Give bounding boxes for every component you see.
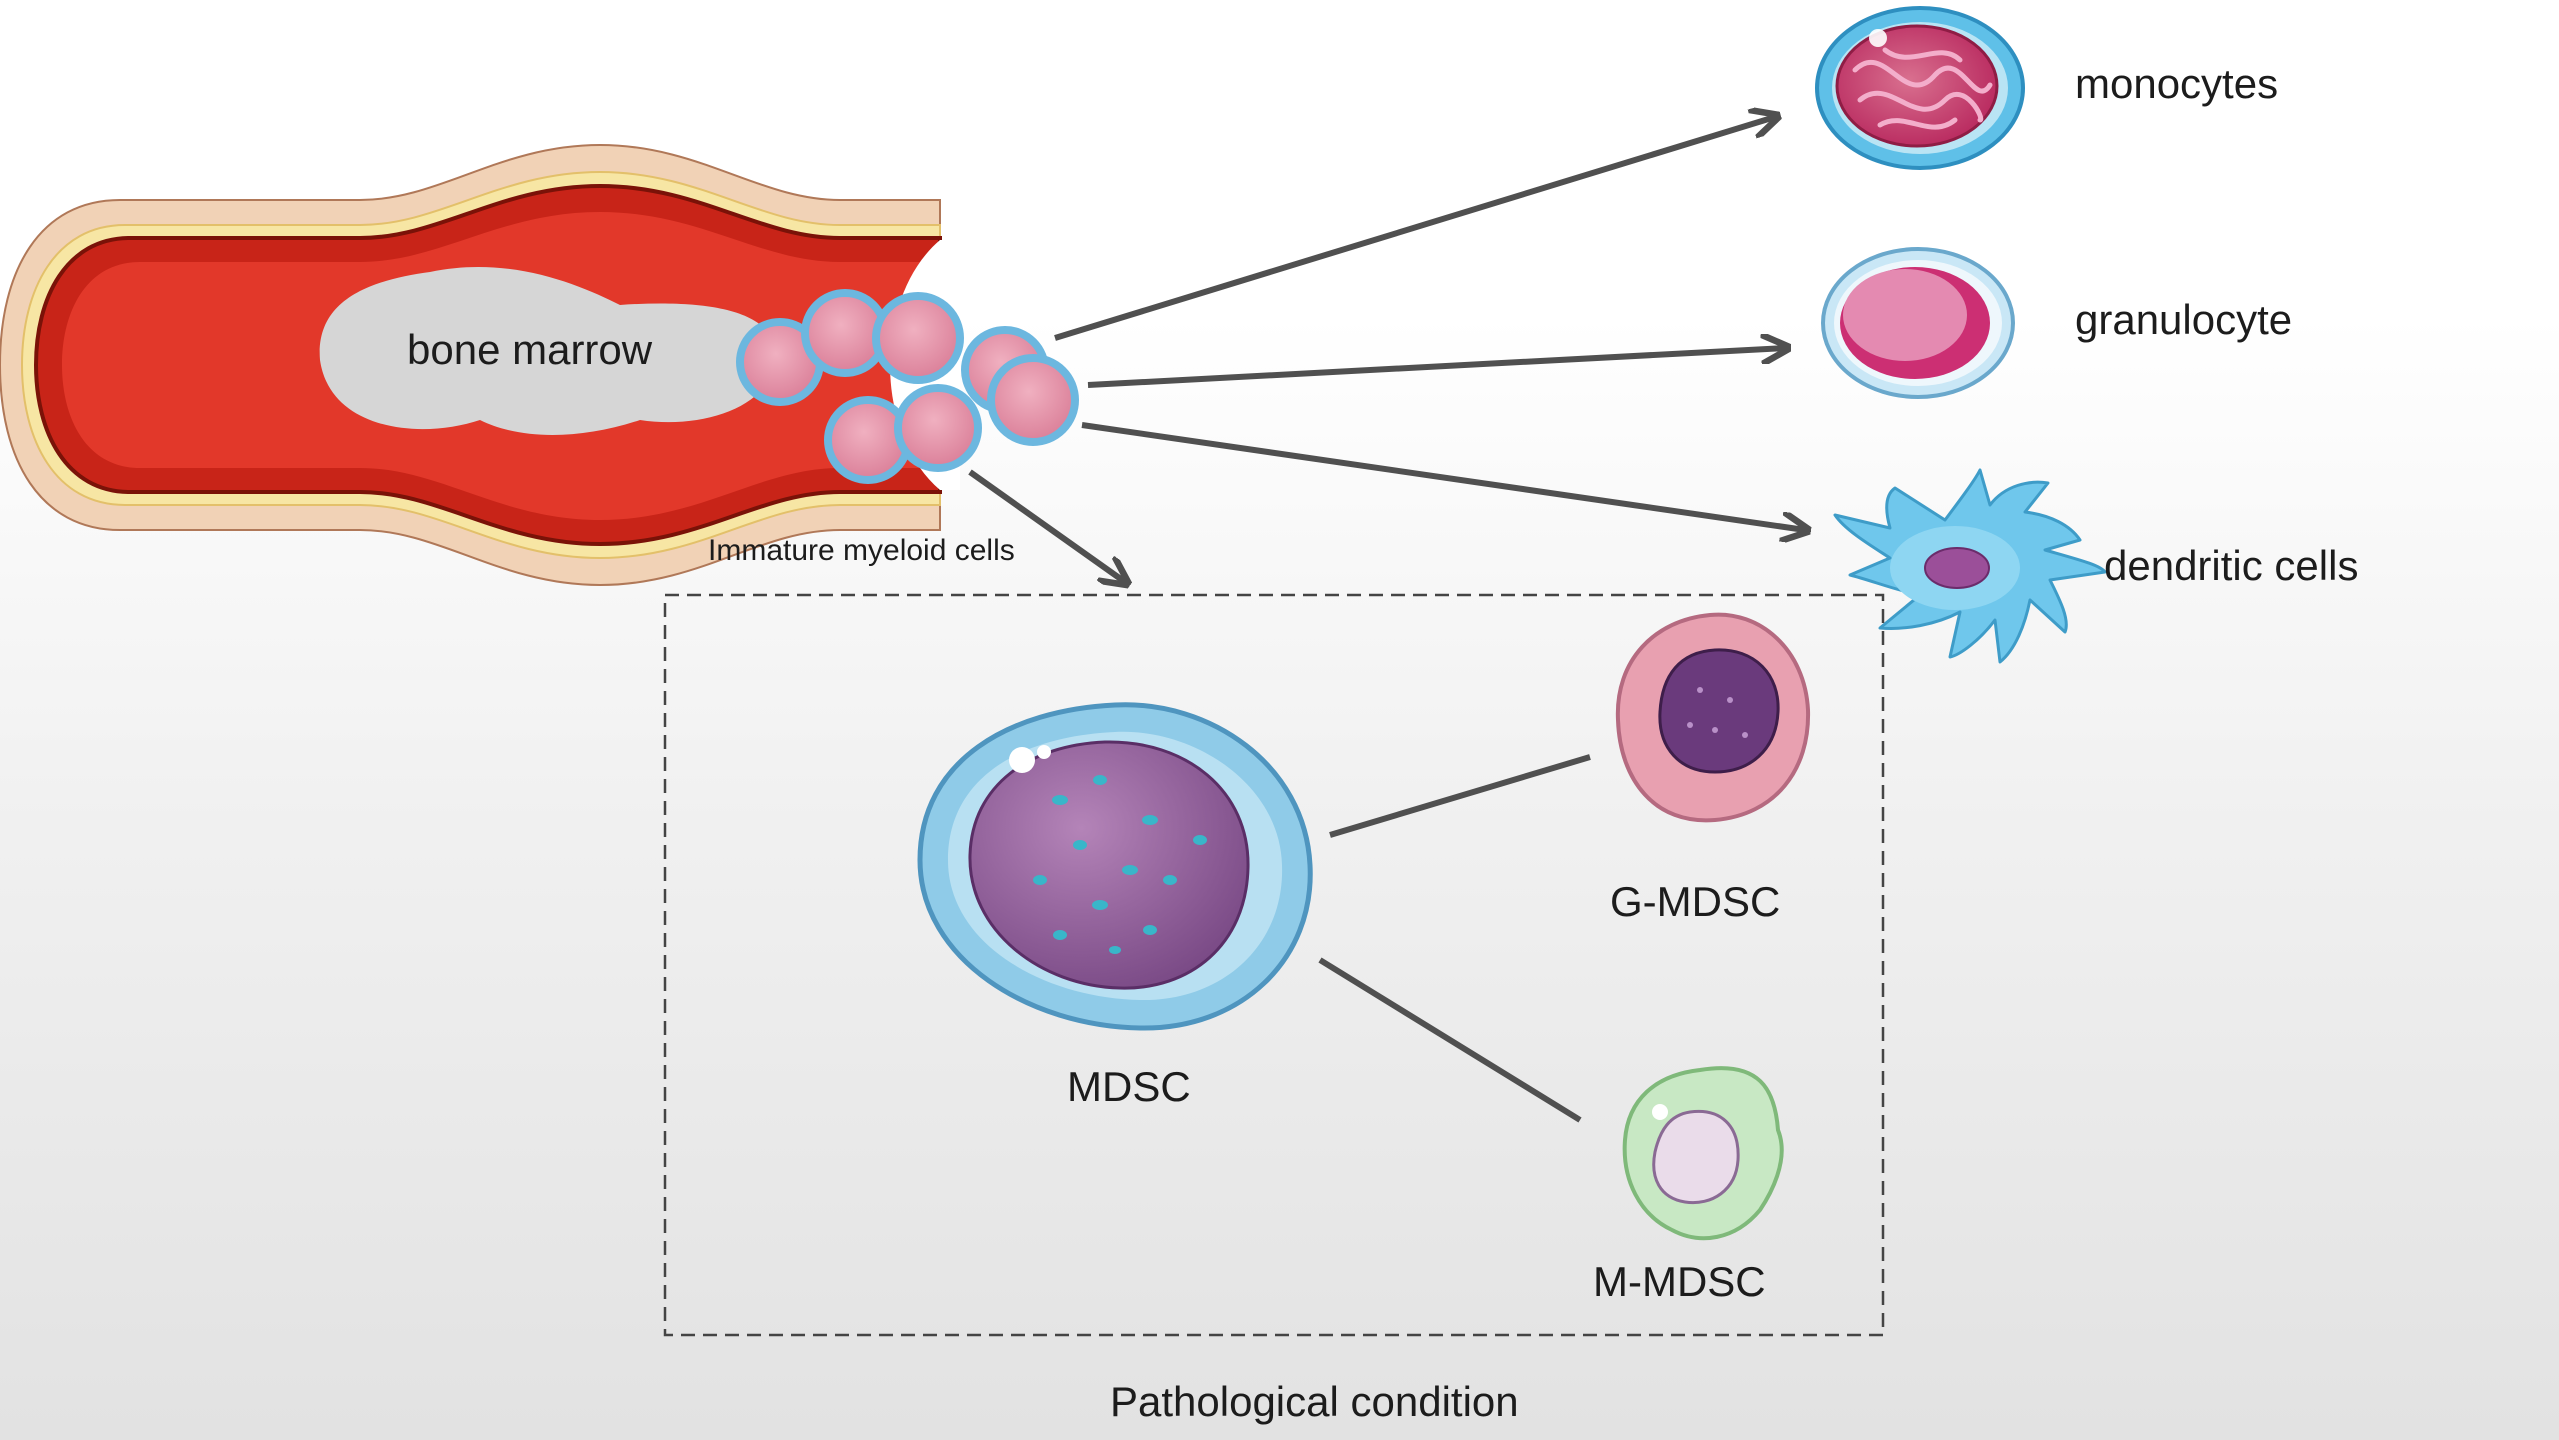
- connector-mdsc-to-g-mdsc: [1329, 754, 1591, 838]
- arrow-to-monocytes: [1054, 117, 1775, 341]
- immature-myeloid-cells-label: Immature myeloid cells: [708, 534, 1015, 567]
- immature-myeloid-cells-cluster: [736, 289, 1079, 484]
- bone-marrow-label: bone marrow: [407, 326, 653, 373]
- arrow-to-pathological-box: [968, 469, 1125, 582]
- m-mdsc-cell: [1622, 1066, 1784, 1241]
- dendritic-cell: [1833, 468, 2107, 664]
- monocytes-label: monocytes: [2075, 60, 2279, 107]
- monocyte-cell: [1815, 6, 2025, 170]
- mdsc-granules: [1033, 775, 1207, 954]
- arrow-to-granulocyte: [1087, 348, 1785, 388]
- immature-cell: [894, 384, 982, 472]
- connector-mdsc-to-m-mdsc: [1318, 957, 1582, 1123]
- g-mdsc-cell: [1615, 612, 1811, 823]
- immature-cell: [872, 292, 964, 384]
- g-mdsc-label: G-MDSC: [1610, 878, 1781, 925]
- arrow-to-dendritic: [1081, 422, 1805, 530]
- dendritic-cells-label: dendritic cells: [2104, 542, 2359, 589]
- mdsc-cell: [917, 702, 1313, 1031]
- pathological-condition-box: [663, 593, 1885, 1337]
- pathological-condition-label: Pathological condition: [1110, 1378, 1519, 1425]
- immature-cell: [987, 354, 1079, 446]
- granulocyte-cell: [1821, 247, 2015, 399]
- m-mdsc-label: M-MDSC: [1593, 1258, 1766, 1305]
- mdsc-label: MDSC: [1067, 1063, 1191, 1110]
- granulocyte-label: granulocyte: [2075, 296, 2293, 343]
- arrows: [968, 117, 1805, 582]
